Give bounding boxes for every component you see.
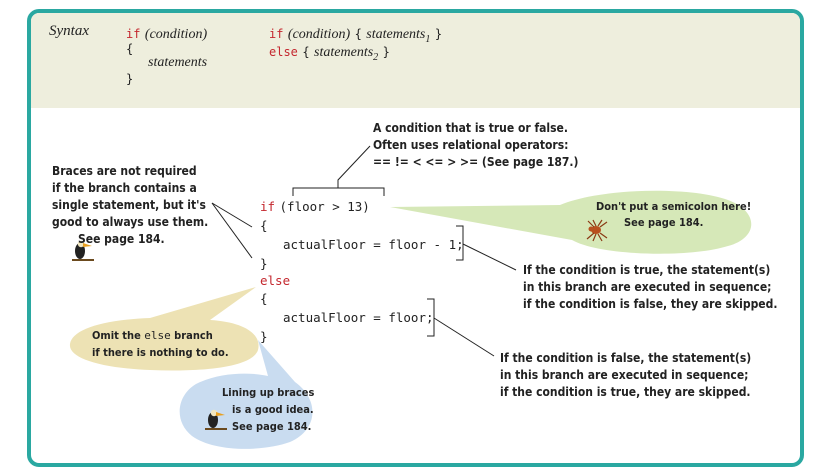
condition-bracket: [292, 145, 385, 196]
code-if-line: if (floor > 13): [260, 198, 370, 216]
note-line: if the branch contains a: [52, 181, 197, 195]
syntax-band: [31, 13, 800, 108]
code-open-brace-2: {: [260, 291, 268, 306]
omit-else-note: Omit the else branch if there is nothing…: [92, 327, 229, 361]
syntax-form1-line1: if (condition): [126, 25, 207, 43]
note-line: Braces are not required: [52, 164, 197, 178]
note-line: A condition that is true or false.: [373, 121, 568, 135]
close-brace: }: [434, 27, 443, 41]
syntax-form1-close-brace: }: [126, 72, 134, 86]
note-line: Lining up braces: [222, 386, 315, 399]
syntax-form1-statements: statements: [148, 55, 208, 70]
note-line: See page 184.: [78, 232, 165, 246]
note-line: if there is nothing to do.: [92, 346, 229, 359]
statements-placeholder: statements: [314, 45, 374, 60]
open-brace: {: [354, 27, 362, 41]
code-open-brace-1: {: [260, 218, 268, 233]
braces-note: Braces are not required if the branch co…: [52, 163, 208, 248]
note-line: in this branch are executed in sequence;: [523, 280, 772, 294]
lining-note: Lining up braces is a good idea. See pag…: [222, 384, 314, 435]
condition-placeholder: (condition): [287, 27, 351, 42]
omit-else-bubble: [69, 287, 259, 371]
code-else-keyword: else: [260, 273, 291, 288]
subscript-1: 1: [425, 34, 431, 45]
note-line: good to always use them.: [52, 215, 209, 229]
statements-placeholder: statements: [366, 27, 426, 42]
note-line: Often uses relational operators:: [373, 138, 569, 152]
subscript-2: 2: [373, 52, 379, 63]
note-line: in this branch are executed in sequence;: [500, 368, 749, 382]
if-keyword: if: [260, 199, 276, 214]
syntax-form2-line1: if (condition) { statements1 }: [269, 25, 443, 45]
condition-expression: (floor > 13): [279, 199, 370, 214]
note-text: Omit the: [92, 329, 145, 342]
note-line: == != < <= > >= (See page 187.): [373, 155, 579, 169]
else-keyword: else: [269, 45, 298, 59]
if-keyword: if: [126, 27, 141, 41]
note-line: is a good idea.: [232, 403, 314, 416]
code-statement-1: actualFloor = floor - 1;: [283, 237, 464, 252]
condition-note: A condition that is true or false. Often…: [373, 120, 578, 171]
syntax-form2-line2: else { statements2 }: [269, 43, 390, 63]
note-line: Omit the else branch: [92, 327, 229, 344]
condition-placeholder: (condition): [144, 27, 208, 42]
note-line: See page 184.: [232, 420, 312, 433]
semicolon-bubble: [390, 190, 752, 254]
syntax-title: Syntax: [49, 23, 89, 39]
code-statement-2: actualFloor = floor;: [283, 310, 434, 325]
note-line: Don't put a semicolon here!: [596, 200, 752, 213]
close-brace: }: [382, 45, 390, 59]
true-branch-note: If the condition is true, the statement(…: [523, 262, 777, 313]
toucan-icon: [72, 240, 94, 261]
false-branch-note: If the condition is false, the statement…: [500, 350, 751, 401]
braces-pointers: [211, 202, 253, 259]
toucan-icon: [205, 409, 227, 430]
false-branch-bracket: [427, 298, 495, 357]
code-close-brace-1: }: [260, 256, 268, 271]
note-line: See page 184.: [624, 216, 704, 229]
true-branch-bracket: [456, 225, 517, 271]
spider-icon: [586, 219, 608, 242]
note-text: branch: [170, 329, 213, 342]
open-brace: {: [302, 45, 310, 59]
note-line: if the condition is true, they are skipp…: [500, 385, 751, 399]
syntax-form1-open-brace: {: [126, 42, 134, 56]
note-line: If the condition is false, the statement…: [500, 351, 752, 365]
note-line: single statement, but it's: [52, 198, 206, 212]
note-line: If the condition is true, the statement(…: [523, 263, 771, 277]
semicolon-note: Don't put a semicolon here! See page 184…: [596, 199, 751, 231]
note-line: if the condition is false, they are skip…: [523, 297, 778, 311]
if-keyword: if: [269, 27, 284, 41]
code-close-brace-2: }: [260, 329, 268, 344]
else-code: else: [144, 329, 171, 342]
